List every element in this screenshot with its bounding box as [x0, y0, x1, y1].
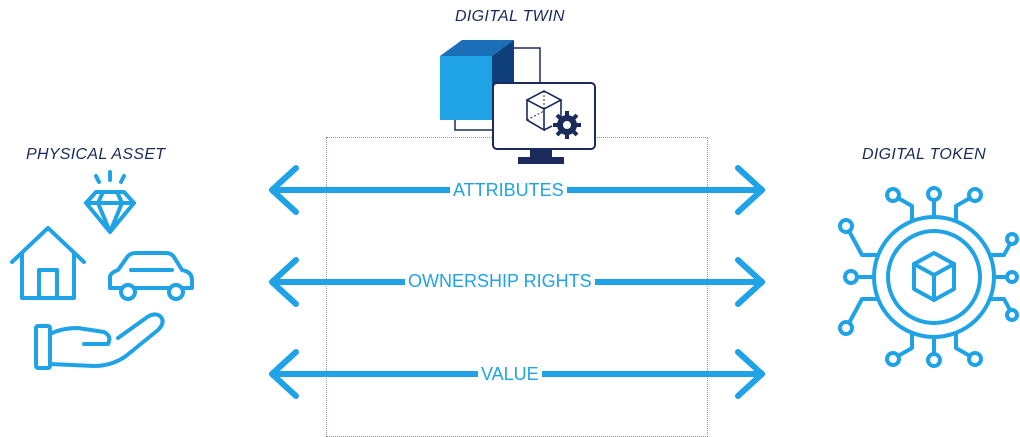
cube-icon: [440, 40, 541, 131]
house-icon: [10, 226, 86, 300]
digital-token-title: DIGITAL TOKEN: [862, 146, 986, 163]
value-label: VALUE: [478, 364, 542, 384]
circuit-token-icon: [838, 186, 1019, 368]
gear-icon: [553, 111, 581, 139]
ownership-rights-label: OWNERSHIP RIGHTS: [405, 271, 595, 291]
car-icon: [108, 251, 194, 301]
hand-icon: [34, 312, 165, 370]
diamond-icon: [84, 170, 136, 234]
physical-asset-title: PHYSICAL ASSET: [26, 146, 166, 163]
digital-twin-title: DIGITAL TWIN: [455, 8, 565, 25]
diagram-graphics: [10, 40, 1019, 399]
attributes-label: ATTRIBUTES: [450, 180, 567, 200]
